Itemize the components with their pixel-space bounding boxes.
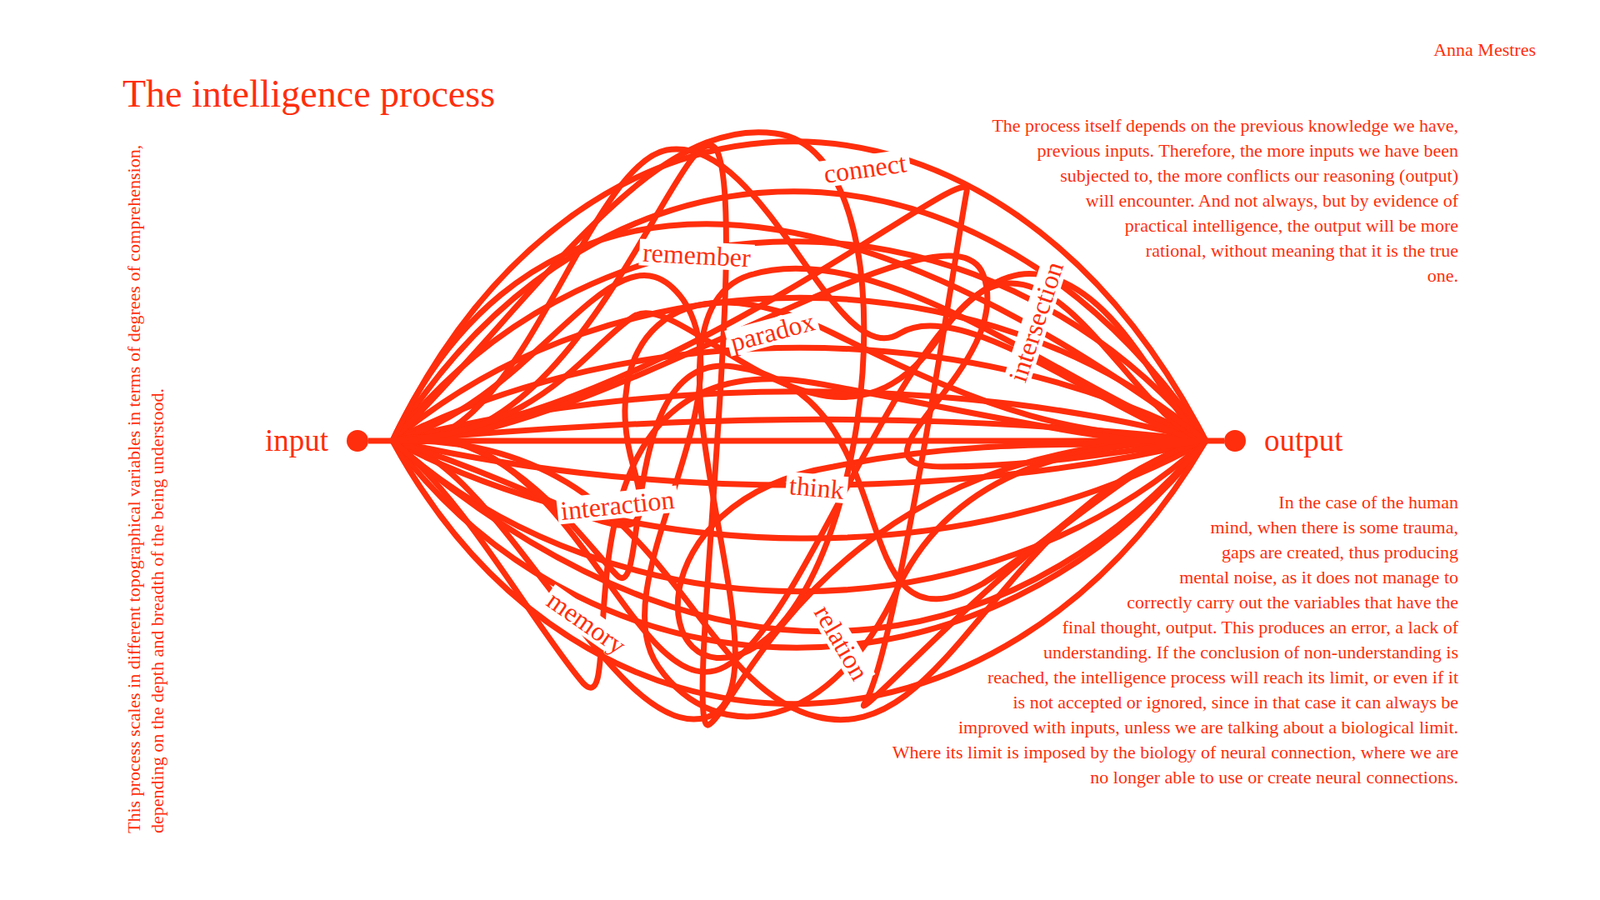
tangle-line bbox=[392, 302, 1206, 525]
tangle-line bbox=[392, 365, 1206, 600]
tangle-line bbox=[392, 379, 1206, 688]
paragraph-box: The process itself depends on the previo… bbox=[941, 113, 1459, 314]
paragraph-box: In the case of the human mind, when ther… bbox=[775, 490, 1459, 824]
dot-circle bbox=[346, 430, 369, 452]
side-note: This process scales in different topogra… bbox=[122, 133, 170, 834]
curve-word: think bbox=[785, 471, 849, 504]
dot-shape bbox=[1224, 430, 1246, 452]
paragraph: The process itself depends on the previo… bbox=[991, 115, 1459, 286]
tangle-line bbox=[392, 274, 1206, 673]
terminal-node: input bbox=[265, 424, 369, 459]
connector-line bbox=[368, 438, 1225, 445]
terminal-label: input bbox=[265, 424, 329, 459]
paragraph: In the case of the human mind, when ther… bbox=[892, 491, 1459, 788]
terminal-label: output bbox=[1264, 424, 1344, 459]
curve-word: interaction bbox=[555, 485, 679, 525]
terminal-dot bbox=[1224, 430, 1246, 452]
tangle-line bbox=[392, 440, 1206, 632]
connector bbox=[368, 440, 1225, 442]
tangle-line bbox=[392, 283, 1206, 441]
diagram-title: The intelligence process bbox=[122, 75, 495, 114]
dot-circle bbox=[1224, 430, 1246, 452]
tangle-line bbox=[392, 145, 1206, 725]
tangle-line bbox=[392, 149, 1206, 443]
tangle-line bbox=[392, 224, 1206, 441]
curve-word: connect bbox=[819, 149, 912, 189]
terminal-dot bbox=[346, 430, 369, 452]
curve-word: remember bbox=[638, 238, 755, 271]
terminal-node: output bbox=[1224, 424, 1344, 459]
dot-shape bbox=[346, 430, 369, 452]
author-name: Anna Mestres bbox=[1433, 39, 1536, 61]
